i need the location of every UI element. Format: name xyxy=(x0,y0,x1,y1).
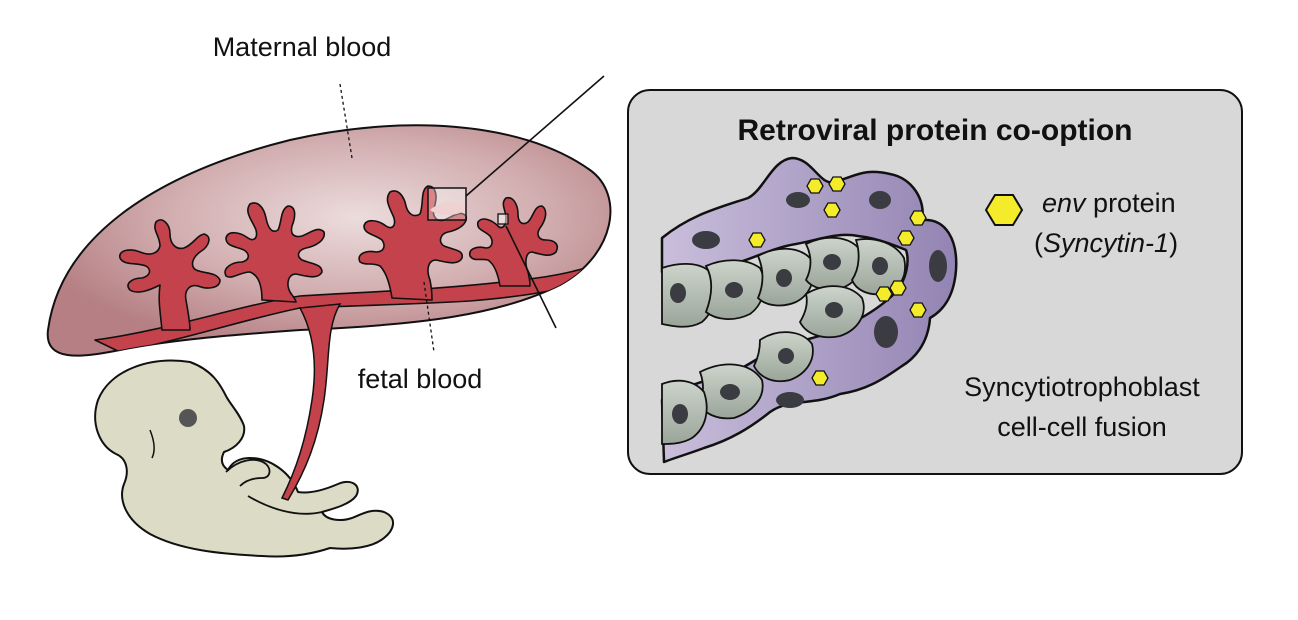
fetus-eye xyxy=(179,409,197,427)
syncytio-nucleus xyxy=(786,192,810,208)
env-protein-marker xyxy=(828,176,846,192)
nucleus xyxy=(720,384,740,400)
maternal-leader-line xyxy=(339,83,353,159)
zoom-box-large xyxy=(427,187,467,221)
fetus-leg xyxy=(247,495,323,515)
legend-syncytin: Syncytin-1 xyxy=(1043,228,1169,258)
fetus xyxy=(94,359,394,558)
fetus-body xyxy=(94,359,394,558)
villus-tree-2 xyxy=(224,202,326,303)
umbilical-cord xyxy=(280,303,342,501)
legend-line-2: (Syncytin-1) xyxy=(1034,228,1178,258)
cytotrophoblast-cell xyxy=(661,263,716,328)
legend-env-italic: env xyxy=(1042,188,1087,218)
fetus-ear xyxy=(149,429,155,459)
legend-line-1: env protein xyxy=(1042,188,1176,218)
syncytio-nucleus xyxy=(776,392,804,408)
nucleus xyxy=(823,254,841,270)
nuclei xyxy=(670,191,947,424)
env-protein-marker xyxy=(909,210,927,226)
env-proteins xyxy=(748,176,927,386)
nucleus xyxy=(778,348,794,364)
villus-tree-3 xyxy=(358,185,468,301)
nucleus xyxy=(825,302,843,318)
maternal-blood-label: Maternal blood xyxy=(213,32,392,62)
fetal-blood-label: fetal blood xyxy=(358,364,483,394)
syncytio-nucleus xyxy=(874,316,898,348)
nucleus xyxy=(776,269,792,287)
caption-line-1: Syncytiotrophoblast xyxy=(964,372,1200,402)
zoom-box-small xyxy=(497,213,509,225)
legend-paren-close: ) xyxy=(1169,228,1178,258)
syncytio-nucleus xyxy=(692,231,720,249)
legend: env protein (Syncytin-1) xyxy=(984,188,1178,258)
env-protein-marker xyxy=(875,286,893,302)
villus-highlight xyxy=(430,202,466,216)
syncytio-nucleus xyxy=(929,250,947,282)
caption-line-2: cell-cell fusion xyxy=(997,412,1167,442)
env-protein-marker xyxy=(823,202,841,218)
legend-protein-text: protein xyxy=(1086,188,1176,218)
env-protein-legend-icon xyxy=(984,194,1024,226)
env-protein-marker xyxy=(811,370,829,386)
env-protein-marker xyxy=(748,232,766,248)
nucleus xyxy=(872,257,888,275)
nucleus xyxy=(672,404,688,424)
small-callout-line xyxy=(505,225,557,329)
legend-paren-open: ( xyxy=(1034,228,1043,258)
env-protein-marker xyxy=(806,178,824,194)
nucleus xyxy=(670,283,686,303)
zoom-callout-line xyxy=(465,75,605,197)
nucleus xyxy=(725,282,743,298)
syncytio-nucleus xyxy=(869,191,891,209)
fetus-arm xyxy=(225,458,271,487)
env-protein-marker xyxy=(909,302,927,318)
env-protein-marker xyxy=(889,280,907,296)
inset-title: Retroviral protein co-option xyxy=(737,114,1132,147)
villus-tree-1 xyxy=(119,219,221,331)
inset-panel: Retroviral protein co-option xyxy=(627,89,1243,475)
env-protein-marker xyxy=(897,230,915,246)
